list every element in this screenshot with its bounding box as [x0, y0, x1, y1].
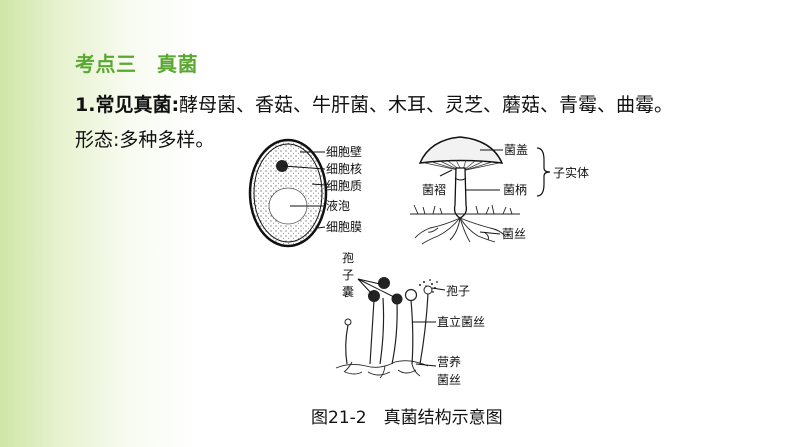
mushroom-stalk	[453, 167, 468, 219]
yeast-nucleus	[276, 160, 288, 172]
mold-label-sporangium-2: 子	[342, 268, 354, 282]
mold-releasing-sporangium	[423, 285, 433, 295]
mold-label-spores: 孢子	[446, 284, 470, 298]
mold-diagram: 孢 子 囊 孢子 直立菌丝 营养 菌丝	[335, 251, 485, 387]
yeast-cell-membrane	[253, 143, 323, 243]
mushroom-ground	[410, 204, 520, 215]
morphology-line: 形态:多种多样。	[75, 129, 215, 151]
mold-label-sporangium-1: 孢	[342, 251, 354, 265]
mushroom-label-hyphae: 菌丝	[502, 227, 526, 241]
mold-label-upright-hyphae: 直立菌丝	[437, 314, 485, 329]
mold-sporangium-3	[391, 293, 403, 305]
figure-caption: 图21-2 真菌结构示意图	[311, 408, 503, 428]
mold-label-nutrient-hyphae-2: 菌丝	[437, 373, 461, 387]
mushroom-label-stalk: 菌柄	[503, 183, 527, 197]
mushroom-label-gills: 菌褶	[422, 182, 446, 197]
mushroom-label-cap: 菌盖	[504, 143, 528, 157]
mold-label-nutrient-hyphae-1: 营养	[437, 354, 461, 369]
yeast-label-cell-wall: 细胞壁	[326, 144, 362, 159]
yeast-label-nucleus: 细胞核	[326, 162, 362, 176]
yeast-diagram: 细胞壁 细胞核 细胞质 液泡 细胞膜	[248, 138, 362, 248]
yeast-label-cell-membrane: 细胞膜	[326, 220, 362, 234]
common-fungi-list: 酵母菌、香菇、牛肝菌、木耳、灵芝、蘑菇、青霉、曲霉。	[179, 94, 674, 116]
mushroom-label-fruiting-body: 子实体	[553, 165, 589, 180]
mushroom-cap	[418, 136, 504, 164]
common-fungi-line: 1.常见真菌:酵母菌、香菇、牛肝菌、木耳、灵芝、蘑菇、青霉、曲霉。	[75, 90, 673, 117]
mold-young-sporangium	[344, 318, 352, 326]
yeast-label-cytoplasm: 细胞质	[326, 179, 362, 193]
yeast-label-vacuole: 液泡	[326, 198, 350, 213]
mold-upright-hyphae	[345, 293, 429, 365]
mushroom-hyphae	[414, 217, 506, 245]
common-fungi-lead: 1.常见真菌:	[75, 94, 180, 116]
mushroom-diagram: 菌盖 菌褶 菌柄 子实体 菌丝	[410, 136, 589, 245]
mold-nutrient-hyphae	[335, 360, 429, 379]
mold-sporangium-2	[378, 277, 390, 289]
section-heading: 考点三 真菌	[75, 52, 198, 76]
mold-label-sporangium-3: 囊	[342, 284, 354, 299]
mold-open-sporangium	[404, 288, 418, 302]
